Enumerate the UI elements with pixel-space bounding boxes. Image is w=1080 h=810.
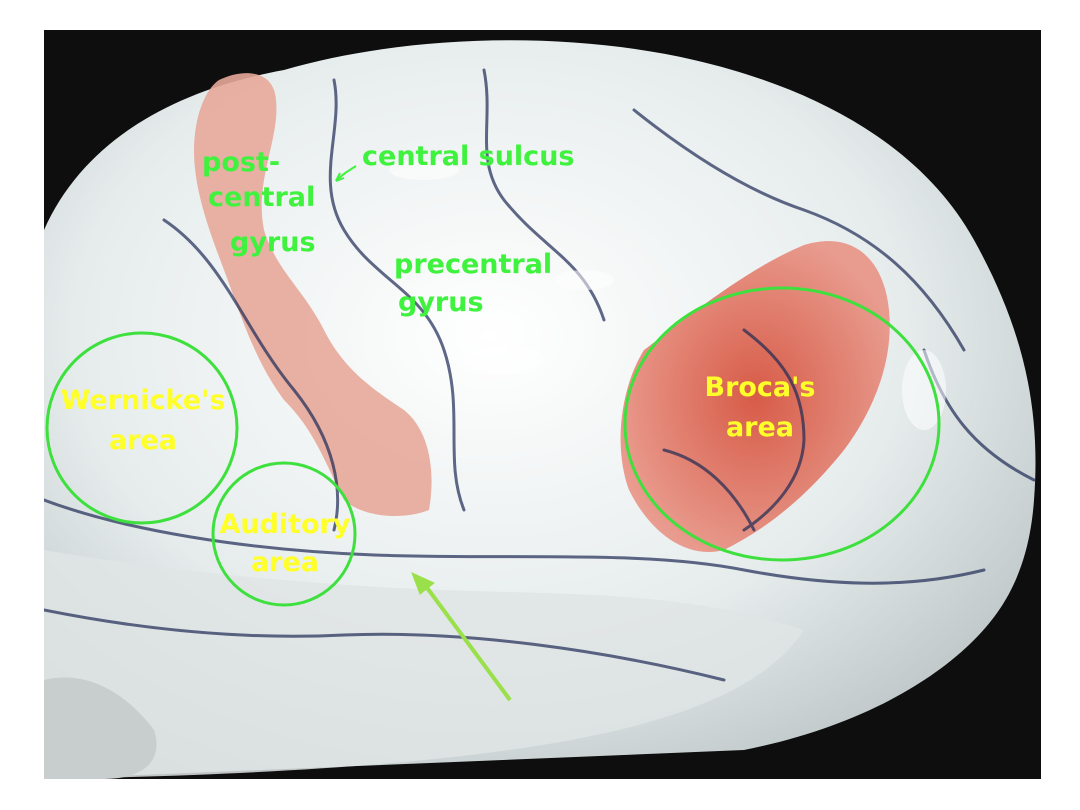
wernicke-label-line1: Wernicke's [60,385,226,416]
wernicke-label-line2: area [108,425,178,456]
postcentral-label-line1: post- [202,147,281,178]
postcentral-label-line2: central [208,182,316,213]
precentral-label-line1: precentral [394,249,553,280]
auditory-label-line2: area [250,547,320,578]
broca-label-line2: area [725,412,795,443]
auditory-label-line1: Auditory [219,509,351,540]
postcentral-label-line3: gyrus [230,227,316,258]
central-sulcus-label: central sulcus [362,141,575,172]
precentral-label-line2: gyrus [398,287,484,318]
broca-label-line1: Broca's [704,372,816,403]
cerebellum [44,677,157,779]
postcentral-gyrus-region [194,73,432,516]
